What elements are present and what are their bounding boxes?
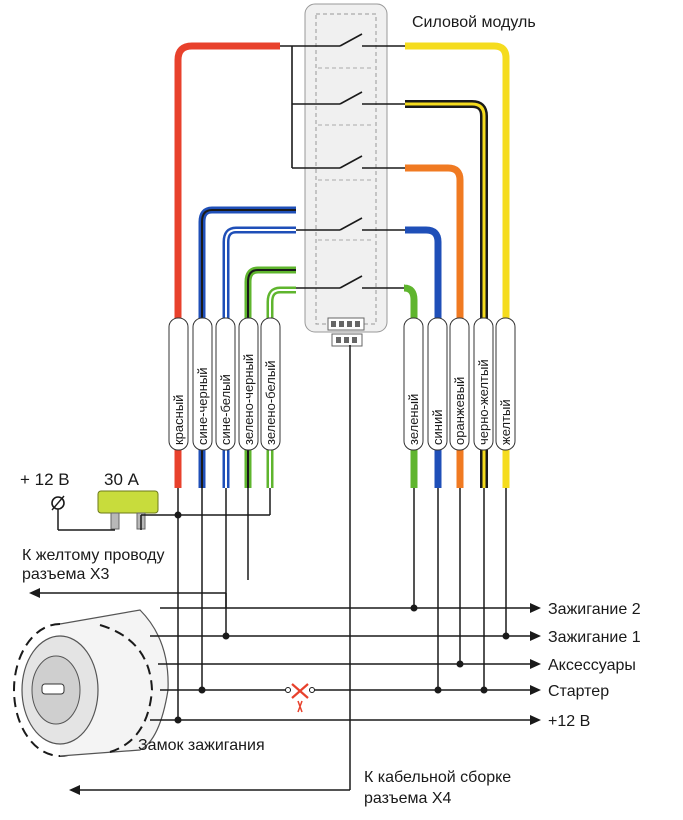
fuse-icon (97, 490, 159, 530)
right-wire-tags: зеленый синий оранжевый черно-желтый жел… (403, 317, 516, 451)
wire-yellow (405, 42, 510, 488)
wire-label-yellow: желтый (498, 399, 513, 445)
note-yellow-wire-line1: К желтому проводу (22, 547, 165, 564)
wire-red (174, 42, 280, 488)
power-module (304, 3, 388, 347)
module-title: Силовой модуль (412, 14, 536, 31)
wire-label-orange: оранжевый (452, 377, 467, 445)
note-cable-line2: разъема Х4 (364, 790, 452, 807)
fuse-rating-label: 30 А (104, 470, 140, 489)
junction-dots (174, 604, 510, 724)
output-label-ignition-1: Зажигание 1 (548, 629, 641, 646)
wire-label-green: зеленый (406, 394, 421, 445)
wire-label-black-yellow: черно-желтый (476, 359, 491, 445)
left-wire-tags: красный сине-черный сине-белый зелено-че… (168, 317, 281, 451)
supply-wires (57, 488, 271, 720)
module-connector (327, 317, 365, 347)
relay-switches (280, 33, 405, 289)
wire-label-blue: синий (430, 410, 445, 445)
ignition-lock-icon (13, 609, 169, 757)
wire-blue (405, 226, 442, 488)
note-cable-line1: К кабельной сборке (364, 769, 511, 786)
wire-label-red: красный (171, 395, 186, 445)
output-label-accessories: Аксессуары (548, 657, 636, 674)
voltage-label: + 12 В (20, 470, 70, 489)
wire-label-green-white: зелено-белый (263, 361, 278, 445)
note-yellow-wire-line2: разъема Х3 (22, 566, 110, 583)
output-label-starter: Стартер (548, 683, 609, 700)
output-lines (40, 345, 530, 791)
supply-terminal (51, 495, 65, 511)
wire-label-blue-black: сине-черный (195, 367, 210, 445)
wire-green (403, 284, 418, 488)
output-label-ignition-2: Зажигание 2 (548, 601, 641, 618)
wire-orange (405, 164, 464, 488)
scissors-cut-icon (285, 683, 315, 713)
ignition-lock-label: Замок зажигания (138, 737, 265, 754)
wire-label-blue-white: сине-белый (218, 374, 233, 445)
output-label-plus-12v: +12 В (548, 713, 590, 730)
wire-label-green-black: зелено-черный (241, 354, 256, 445)
arrowheads (29, 588, 541, 795)
